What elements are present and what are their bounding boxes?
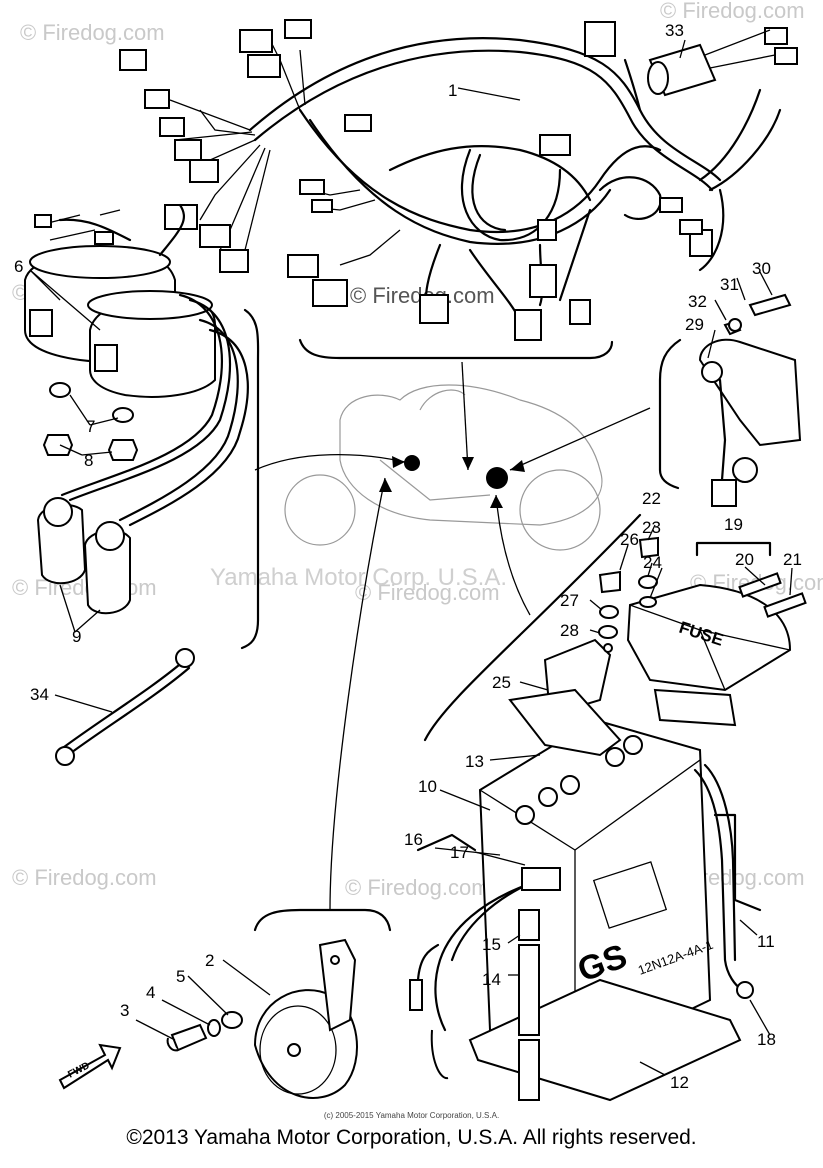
callout-2: 2 xyxy=(205,951,214,970)
ignition-coils xyxy=(24,203,249,615)
battery-cables xyxy=(409,763,754,1101)
callout-12: 12 xyxy=(670,1073,689,1092)
callout-19: 19 xyxy=(724,515,743,534)
watermark: © Firedog.com xyxy=(345,875,490,900)
fuse-box: FUSE xyxy=(626,572,807,727)
callout-30: 30 xyxy=(752,259,771,278)
callout-32: 32 xyxy=(688,292,707,311)
callout-14: 14 xyxy=(482,970,501,989)
callout-7: 7 xyxy=(86,417,95,436)
callout-21: 21 xyxy=(783,550,802,569)
motorcycle-outline xyxy=(284,384,603,551)
nuts xyxy=(42,382,139,461)
watermark: © Firedog.com xyxy=(355,580,500,605)
callout-9: 9 xyxy=(72,627,81,646)
callout-24: 24 xyxy=(643,553,662,572)
callout-25: 25 xyxy=(492,673,511,692)
callout-4: 4 xyxy=(146,983,155,1002)
callout-11: 11 xyxy=(757,932,775,951)
callout-27: 27 xyxy=(560,591,579,610)
callout-3: 3 xyxy=(120,1001,129,1020)
battery-band xyxy=(508,688,622,757)
watermark: © Firedog.com xyxy=(12,865,157,890)
callout-16: 16 xyxy=(404,830,423,849)
callout-15: 15 xyxy=(482,935,501,954)
callout-8: 8 xyxy=(84,451,93,470)
horn xyxy=(166,938,358,1099)
copyright-notice: ©2013 Yamaha Motor Corporation, U.S.A. A… xyxy=(126,1126,697,1149)
callout-26: 26 xyxy=(620,530,639,549)
callout-22: 22 xyxy=(642,489,661,508)
watermark: © Firedog.com xyxy=(12,575,157,600)
regulator-29 xyxy=(698,293,802,507)
forward-arrow: FWD xyxy=(58,1043,122,1090)
group-brackets xyxy=(240,308,772,932)
wire-harness xyxy=(119,19,798,341)
callout-34: 34 xyxy=(30,685,49,704)
callout-17: 17 xyxy=(450,843,469,862)
callout-5: 5 xyxy=(176,967,185,986)
callout-13: 13 xyxy=(465,752,484,771)
callout-28: 28 xyxy=(560,621,579,640)
brand-watermark: Yamaha Motor Corp. U.S.A. xyxy=(210,564,507,591)
leader-lines xyxy=(29,39,793,1076)
pointer-arrows xyxy=(254,361,651,911)
ignition-coil-33 xyxy=(647,29,776,97)
callout-23: 23 xyxy=(642,518,661,537)
watermark: © Firedog.com xyxy=(660,0,805,23)
callout-33: 33 xyxy=(665,21,684,40)
callout-31: 31 xyxy=(720,275,739,294)
callout-20: 20 xyxy=(735,550,754,569)
ground-wire xyxy=(55,648,195,766)
callout-18: 18 xyxy=(757,1030,776,1049)
small-credit: (c) 2005-2015 Yamaha Motor Corporation, … xyxy=(323,1111,500,1120)
callout-29: 29 xyxy=(685,315,704,334)
callout-1: 1 xyxy=(448,81,457,100)
watermark: © Firedog.com xyxy=(20,20,165,45)
callout-6: 6 xyxy=(14,257,23,276)
callout-labels: 1 2 3 4 5 6 7 8 9 10 11 12 13 14 15 16 1… xyxy=(14,21,802,1092)
callout-10: 10 xyxy=(418,777,437,796)
